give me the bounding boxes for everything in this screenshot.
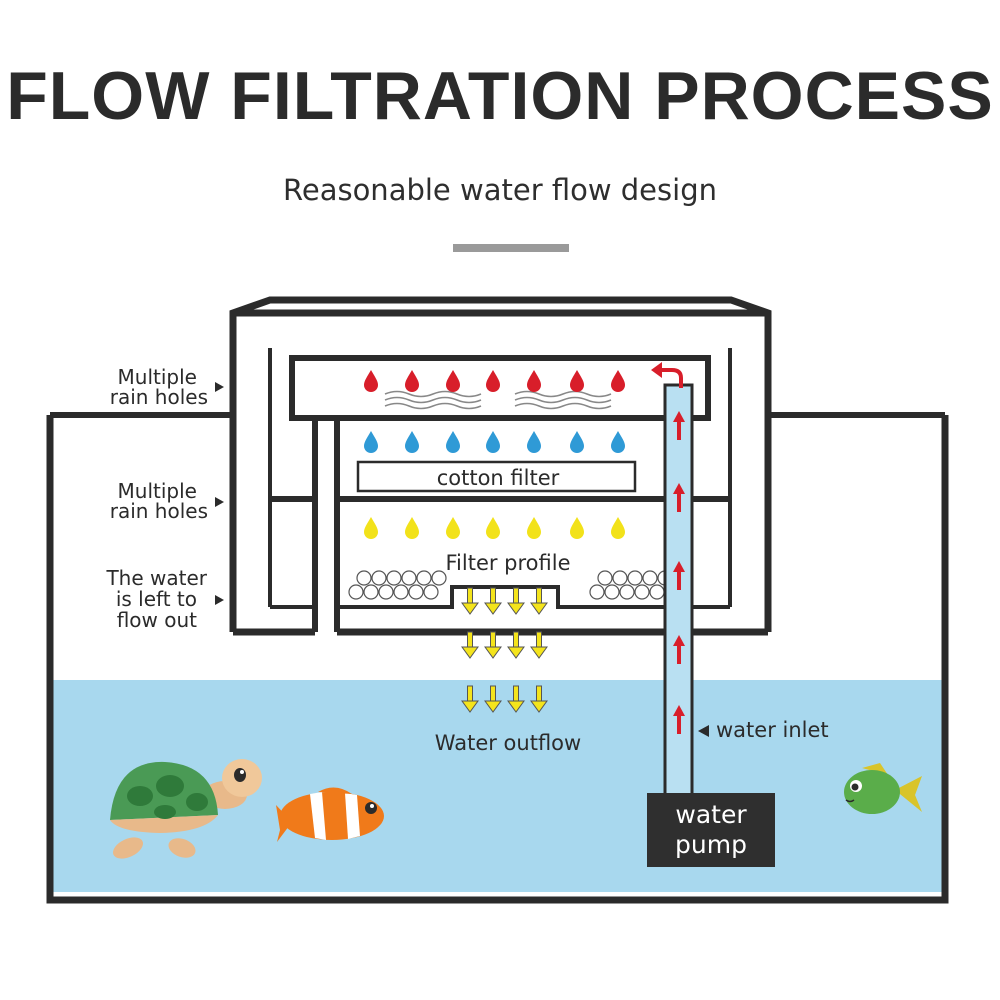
filter-ball	[649, 584, 665, 600]
title-divider	[453, 244, 569, 252]
pointer-icon	[215, 382, 224, 392]
outflow-arrow	[507, 587, 525, 615]
filter-ball	[408, 584, 424, 600]
filter-ball	[386, 570, 402, 586]
filter-ball	[627, 570, 643, 586]
filter-ball	[597, 570, 613, 586]
cotton-filter-label: cotton filter	[437, 466, 560, 490]
filter-ball	[378, 584, 394, 600]
filter-ball	[642, 570, 658, 586]
rain-holes-mid-label-1: Multiple	[118, 479, 197, 503]
water-left-label-1: The water	[105, 566, 207, 590]
filter-ball	[589, 584, 605, 600]
clownfish-icon	[276, 787, 384, 842]
rain-tray	[289, 355, 711, 421]
water-pump-label-1: water	[675, 800, 747, 829]
filter-ball	[416, 570, 432, 586]
page-title: FLOW FILTRATION PROCESS	[6, 58, 994, 134]
blue-drop	[570, 431, 584, 453]
filter-ball	[619, 584, 635, 600]
water-outflow-label: Water outflow	[435, 731, 581, 755]
blue-drop	[611, 431, 625, 453]
blue-drop	[527, 431, 541, 453]
page-subtitle: Reasonable water flow design	[283, 173, 717, 207]
filter-ball	[423, 584, 439, 600]
filter-ball	[612, 570, 628, 586]
outflow-arrow	[530, 587, 548, 615]
yellow-drop	[486, 517, 500, 539]
outflow-arrow	[461, 587, 479, 615]
water-left-label-3: flow out	[117, 608, 197, 632]
filter-ball	[348, 584, 364, 600]
filter-ball	[401, 570, 417, 586]
rain-holes-top-label-2: rain holes	[110, 385, 208, 409]
yellow-drop	[527, 517, 541, 539]
pointer-icon	[215, 595, 224, 605]
return-arrow-icon	[660, 368, 683, 388]
turtle-icon	[110, 759, 262, 859]
yellow-drop	[570, 517, 584, 539]
yellow-drop	[405, 517, 419, 539]
blue-drops-icon	[364, 431, 625, 453]
ripples-icon	[384, 390, 612, 410]
rain-holes-top-label-1: Multiple	[118, 365, 197, 389]
outflow-arrow	[484, 631, 502, 659]
outflow-arrow	[530, 631, 548, 659]
outflow-arrow	[484, 587, 502, 615]
filter-ball	[634, 584, 650, 600]
blue-drop	[364, 431, 378, 453]
blue-drop	[446, 431, 460, 453]
filter-ball	[604, 584, 620, 600]
rain-holes-mid-label-2: rain holes	[110, 499, 208, 523]
filter-profile-label: Filter profile	[445, 551, 570, 575]
fish-tank-outline	[46, 415, 949, 904]
water-pump	[647, 793, 775, 867]
yellow-drop	[364, 517, 378, 539]
yellow-drop	[446, 517, 460, 539]
green-fish-icon	[844, 763, 922, 814]
yellow-drop	[611, 517, 625, 539]
cotton-filter	[356, 460, 637, 493]
filter-ball	[371, 570, 387, 586]
blue-drop	[486, 431, 500, 453]
filter-ball	[431, 570, 447, 586]
outflow-arrow	[461, 631, 479, 659]
pointer-icon	[215, 497, 224, 507]
filter-ball	[393, 584, 409, 600]
filter-ball	[356, 570, 372, 586]
filter-ball	[363, 584, 379, 600]
outflow-arrow	[507, 631, 525, 659]
yellow-drops-icon	[364, 517, 625, 539]
water-pump-label-2: pump	[675, 830, 747, 859]
water-left-label-2: is left to	[116, 587, 197, 611]
blue-drop	[405, 431, 419, 453]
pointer-icon	[698, 725, 709, 737]
water-inlet-label: water inlet	[716, 718, 829, 742]
